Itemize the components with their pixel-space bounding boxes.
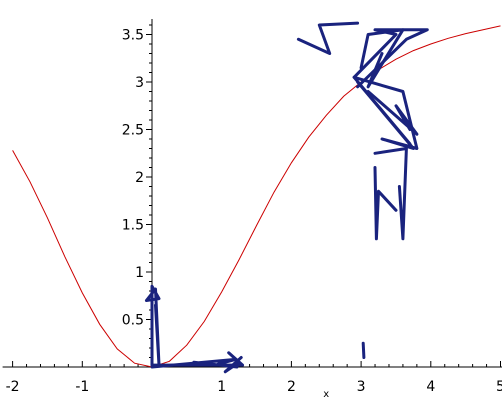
ink-stroke-2 [150, 357, 239, 369]
x-tick-label: 5 [496, 379, 502, 395]
x-tick-label: -2 [6, 379, 20, 395]
x-tick-label: 1 [217, 379, 226, 395]
y-tick-label: 1 [135, 265, 144, 281]
tick-labels: -2 -1 1 2 3 4 5 0.5 1 1.5 2 2.5 3 3.5 x [6, 28, 502, 400]
y-tick-label: 2 [135, 170, 144, 186]
ink-stroke-6 [352, 75, 419, 150]
x-tick-label: 4 [426, 379, 435, 395]
ink-stroke-8 [373, 147, 408, 241]
ink-annotation-layer [144, 21, 429, 374]
ink-stroke-5 [359, 28, 405, 89]
y-tick-label: 2.5 [122, 123, 144, 139]
x-tick-label: -1 [75, 379, 89, 395]
ink-stroke-4 [352, 28, 429, 89]
x-tick-label: 3 [357, 379, 366, 395]
axes [2, 19, 502, 368]
ink-stroke-3 [296, 21, 360, 55]
ink-stroke-10 [361, 341, 366, 359]
y-tick-label: 3.5 [122, 28, 144, 44]
curve-layer [12, 25, 501, 368]
y-tick-label: 0.5 [122, 313, 144, 329]
x-tick-label: 2 [287, 379, 296, 395]
y-tick-label: 3 [135, 75, 144, 91]
ink-stroke-0 [144, 284, 161, 367]
ink-stroke-9 [373, 166, 398, 241]
y-tick-label: 1.5 [122, 218, 144, 234]
x-axis-label: x [323, 389, 329, 400]
ink-stroke-7 [366, 90, 419, 136]
series-line-0 [12, 25, 501, 368]
